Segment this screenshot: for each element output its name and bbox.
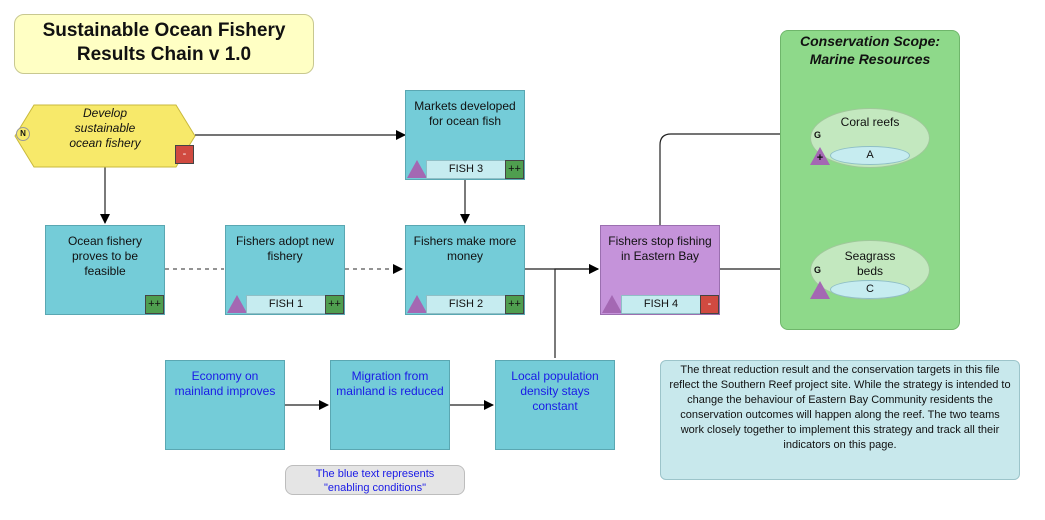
- enabling-text: Economy on mainland improves: [174, 369, 276, 398]
- result-text: Fishers stop fishing in Eastern Bay: [608, 234, 712, 263]
- diagram-title: Sustainable Ocean Fishery Results Chain …: [14, 14, 314, 74]
- enabling-legend: The blue text represents "enabling condi…: [285, 465, 465, 495]
- scope-title: Conservation Scope: Marine Resources: [799, 33, 941, 67]
- enabling-text: Migration from mainland is reduced: [336, 369, 444, 398]
- indicator-triangle-icon: [407, 160, 427, 178]
- target-rank-pill: A: [830, 146, 910, 165]
- indicator-triangle-icon: [810, 281, 830, 299]
- indicator-triangle-icon: [810, 147, 830, 165]
- target-name: Coral reefs: [840, 115, 900, 129]
- indicator-triangle-icon: [227, 295, 247, 313]
- result-text: Ocean fishery proves to be feasible: [67, 234, 143, 278]
- enabling-density[interactable]: Local population density stays constant: [495, 360, 615, 450]
- result-fishers-adopt[interactable]: Fishers adopt new fishery FISH 1 ++: [225, 225, 345, 315]
- result-text: Fishers adopt new fishery: [235, 234, 335, 263]
- strategy-hexagon[interactable]: [14, 104, 196, 168]
- indicator-label: FISH 4: [621, 295, 701, 314]
- rating-badge: ++: [505, 295, 524, 314]
- result-text: Fishers make more money: [413, 234, 517, 263]
- indicator-label: FISH 1: [246, 295, 326, 314]
- trend-label: +: [816, 152, 824, 164]
- enabling-economy[interactable]: Economy on mainland improves: [165, 360, 285, 450]
- enabling-text: Local population density stays constant: [511, 369, 599, 413]
- strategy-text: Develop sustainable ocean fishery: [69, 106, 141, 150]
- strategy-rating: -: [175, 145, 194, 164]
- indicator-triangle-icon: [602, 295, 622, 313]
- target-name: Seagrass beds: [844, 249, 896, 278]
- result-more-money[interactable]: Fishers make more money FISH 2 ++: [405, 225, 525, 315]
- target-rank-pill: C: [830, 280, 910, 299]
- indicator-label: FISH 3: [426, 160, 506, 179]
- result-text: Markets developed for ocean fish: [414, 99, 516, 128]
- indicator-label: FISH 2: [426, 295, 506, 314]
- strategy-badge: N: [16, 127, 30, 141]
- enabling-migration[interactable]: Migration from mainland is reduced: [330, 360, 450, 450]
- project-note: The threat reduction result and the cons…: [660, 360, 1020, 480]
- rating-badge: ++: [145, 295, 164, 314]
- result-markets-developed[interactable]: Markets developed for ocean fish FISH 3 …: [405, 90, 525, 180]
- title-line-2: Results Chain v 1.0: [76, 44, 252, 65]
- result-fishery-feasible[interactable]: Ocean fishery proves to be feasible ++: [45, 225, 165, 315]
- rating-badge: ++: [325, 295, 344, 314]
- rating-badge: -: [700, 295, 719, 314]
- indicator-triangle-icon: [407, 295, 427, 313]
- threat-reduction-stop-fishing[interactable]: Fishers stop fishing in Eastern Bay FISH…: [600, 225, 720, 315]
- title-line-1: Sustainable Ocean Fishery: [42, 20, 286, 41]
- target-tag: G: [814, 130, 822, 140]
- rating-badge: ++: [505, 160, 524, 179]
- target-tag: G: [814, 265, 822, 275]
